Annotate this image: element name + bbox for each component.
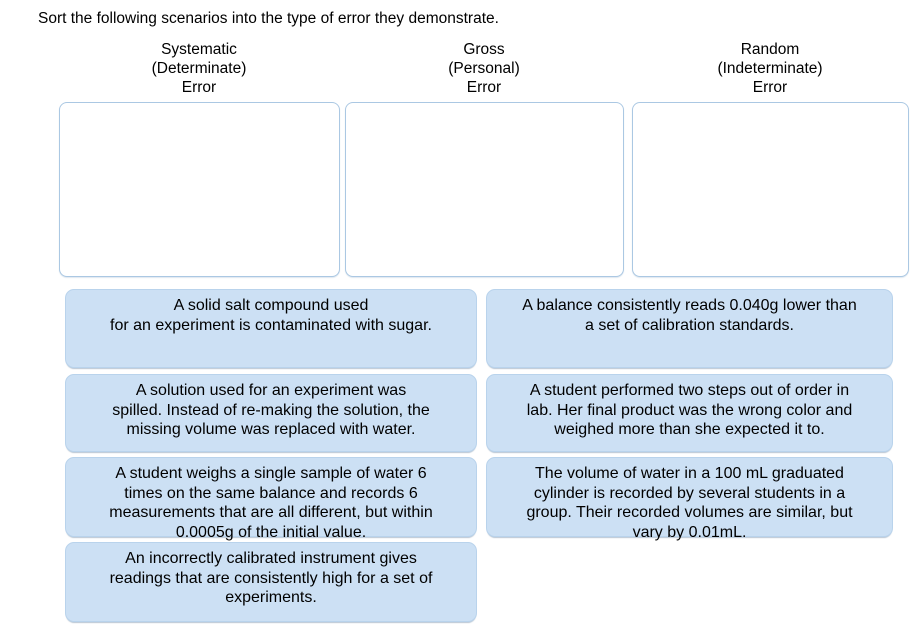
- scenario-card-contaminated-salt[interactable]: A solid salt compound used for an experi…: [65, 289, 477, 368]
- column-header-gross-error: Gross (Personal) Error: [448, 41, 520, 96]
- scenario-card-balance-reads-low[interactable]: A balance consistently reads 0.040g lowe…: [486, 289, 893, 368]
- dropzone-gross-error[interactable]: [345, 102, 624, 277]
- scenario-card-incorrectly-calibrated-instrument[interactable]: An incorrectly calibrated instrument giv…: [65, 542, 477, 622]
- scenario-card-steps-out-of-order[interactable]: A student performed two steps out of ord…: [486, 374, 893, 452]
- instructions-text: Sort the following scenarios into the ty…: [38, 10, 499, 27]
- dropzone-systematic-error[interactable]: [59, 102, 340, 277]
- column-header-systematic-error: Systematic (Determinate) Error: [151, 41, 247, 96]
- scenario-card-graduated-cylinder-readings[interactable]: The volume of water in a 100 mL graduate…: [486, 457, 893, 541]
- dropzone-random-error[interactable]: [632, 102, 909, 277]
- column-header-random-error: Random (Indeterminate) Error: [717, 41, 823, 96]
- scenario-card-spilled-solution[interactable]: A solution used for an experiment was sp…: [65, 374, 477, 452]
- scenario-card-six-weighings[interactable]: A student weighs a single sample of wate…: [65, 457, 477, 541]
